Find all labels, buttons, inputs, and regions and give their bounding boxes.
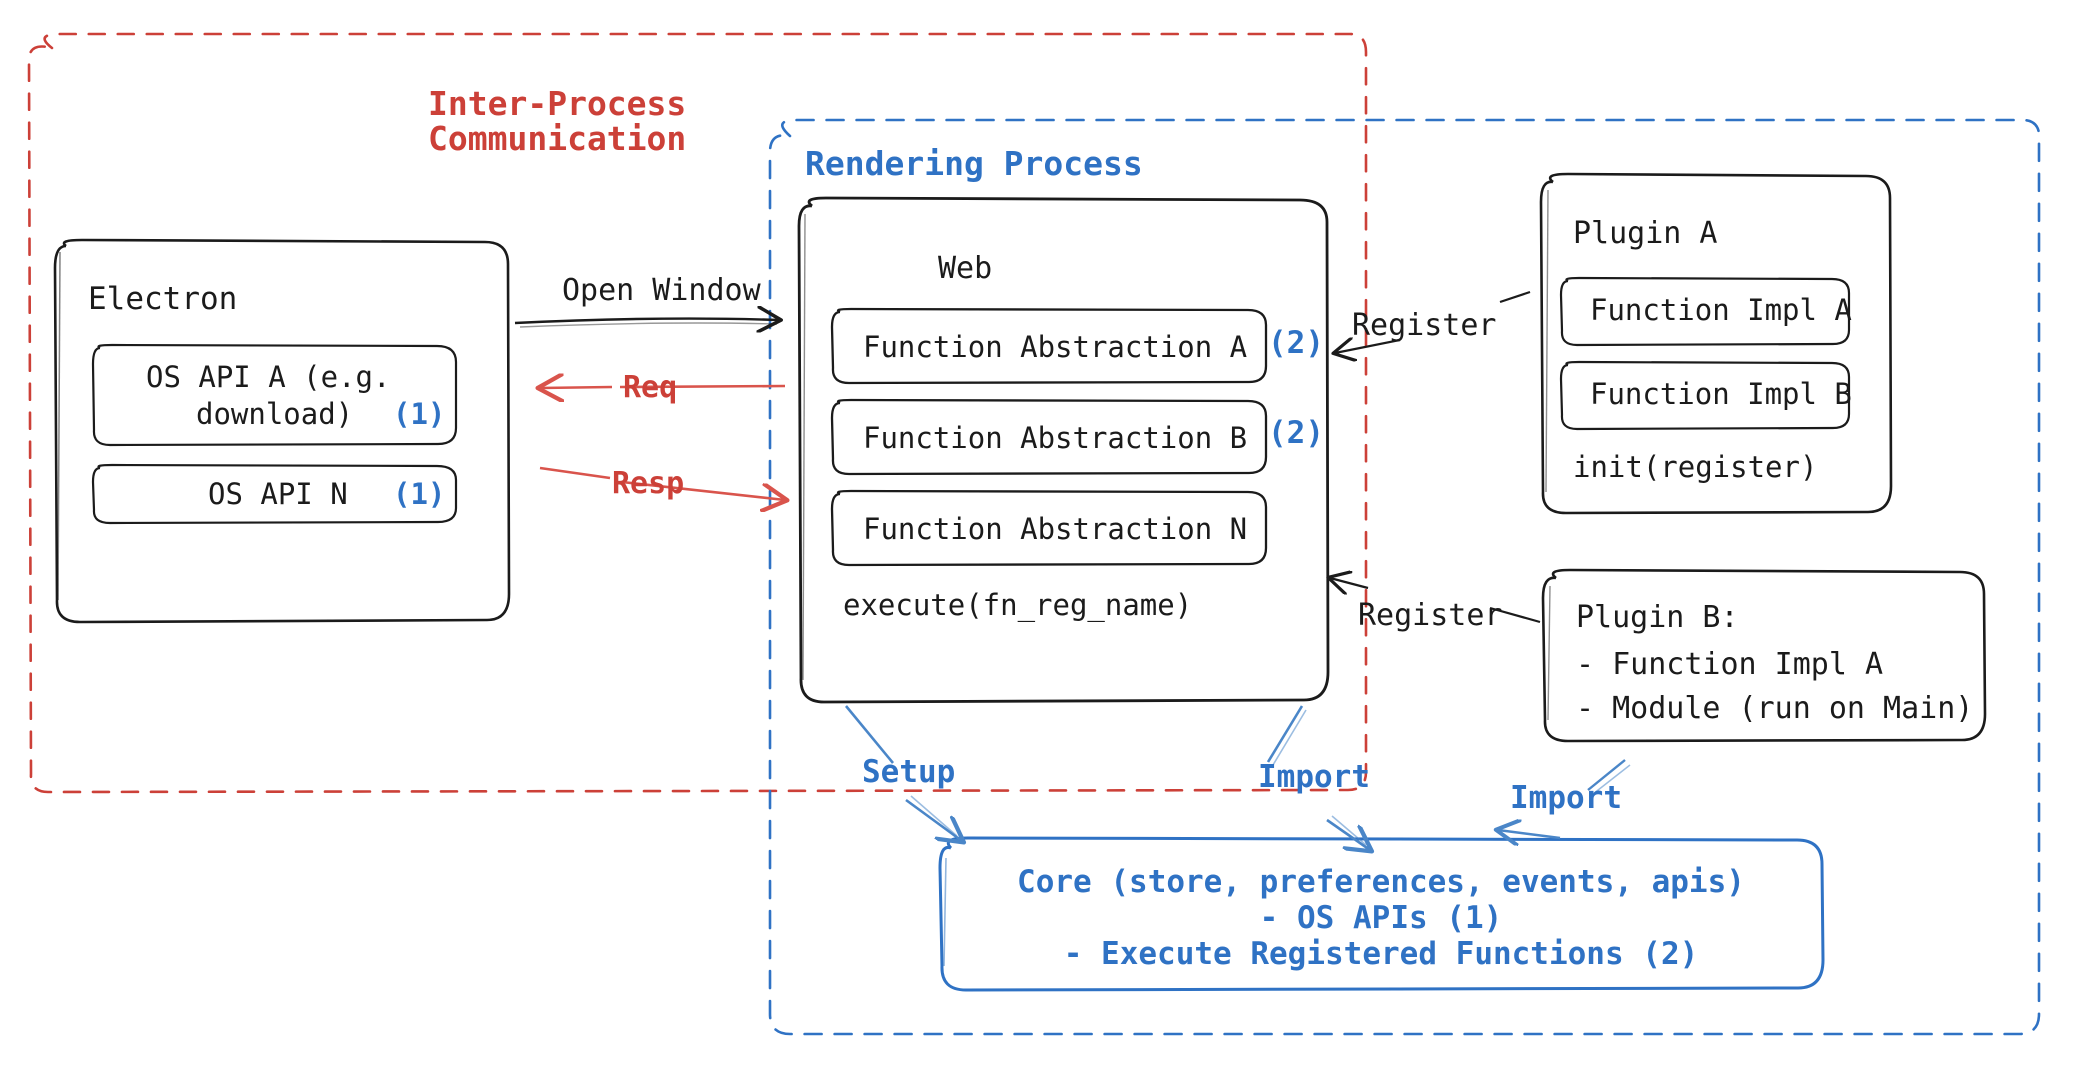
register-plugin-a-label: Register xyxy=(1352,308,1497,343)
os-api-a-marker: (1) xyxy=(393,397,445,431)
open-window-label: Open Window xyxy=(562,273,762,308)
web-execute-footer: execute(fn_reg_name) xyxy=(843,588,1192,623)
os-api-n-label: OS API N xyxy=(208,477,348,511)
core-line-3: - Execute Registered Functions (2) xyxy=(1064,936,1699,972)
plugin-a-title: Plugin A xyxy=(1573,216,1718,251)
function-abstraction-b-box xyxy=(830,398,1268,476)
register-plugin-a-arrow xyxy=(1335,290,1531,353)
function-abstraction-a-marker: (2) xyxy=(1268,325,1324,361)
import-web-label: Import xyxy=(1258,759,1370,795)
function-abstraction-b-label: Function Abstraction B xyxy=(863,421,1247,455)
resp-arrow xyxy=(539,466,785,500)
os-api-a-label-line2: download) xyxy=(196,397,353,431)
plugin-b-title: Plugin B: xyxy=(1576,600,1739,635)
req-label: Req xyxy=(623,370,677,405)
plugin-a-footer: init(register) xyxy=(1573,450,1817,484)
import-web-arrow xyxy=(1266,705,1370,850)
ipc-region-boundary xyxy=(27,32,1368,794)
function-abstraction-a-label: Function Abstraction A xyxy=(863,330,1247,364)
register-plugin-b-arrow xyxy=(1330,578,1541,624)
core-box xyxy=(938,836,1825,992)
import-plugin-b-label: Import xyxy=(1510,780,1622,816)
os-api-a-box xyxy=(91,343,458,447)
import-plugin-b-arrow xyxy=(1498,759,1631,838)
plugin-b-line-2: - Module (run on Main) xyxy=(1576,691,1973,726)
core-line-2: - OS APIs (1) xyxy=(1260,900,1503,936)
function-abstraction-n-box xyxy=(830,489,1268,567)
ipc-region-label-line2: Communication xyxy=(428,119,686,158)
web-title: Web xyxy=(938,251,992,286)
plugin-b-box xyxy=(1541,568,1987,743)
rendering-region-boundary xyxy=(768,118,2041,1036)
register-plugin-b-label: Register xyxy=(1358,598,1503,633)
core-line-1: Core (store, preferences, events, apis) xyxy=(1017,864,1745,900)
web-box xyxy=(797,196,1330,704)
resp-label: Resp xyxy=(612,466,684,501)
function-abstraction-b-marker: (2) xyxy=(1268,415,1324,451)
os-api-a-label-line1: OS API A (e.g. xyxy=(146,360,390,394)
req-arrow xyxy=(540,386,786,388)
setup-label: Setup xyxy=(862,754,955,790)
function-impl-b-label: Function Impl B xyxy=(1590,377,1852,411)
setup-arrow xyxy=(844,705,962,841)
function-impl-a-box xyxy=(1559,276,1851,347)
electron-box xyxy=(53,238,511,624)
rendering-region-label: Rendering Process xyxy=(805,144,1143,183)
function-impl-a-label: Function Impl A xyxy=(1590,293,1852,327)
plugin-b-line-1: - Function Impl A xyxy=(1576,647,1883,682)
ipc-region-label-line1: Inter-Process xyxy=(428,84,686,123)
open-window-arrow xyxy=(514,319,779,327)
function-abstraction-n-label: Function Abstraction N xyxy=(863,512,1247,546)
electron-title: Electron xyxy=(88,281,237,317)
plugin-a-box xyxy=(1539,172,1893,515)
os-api-n-box xyxy=(91,463,458,525)
function-impl-b-box xyxy=(1559,360,1851,431)
function-abstraction-a-box xyxy=(830,307,1268,385)
os-api-n-marker: (1) xyxy=(393,477,445,511)
